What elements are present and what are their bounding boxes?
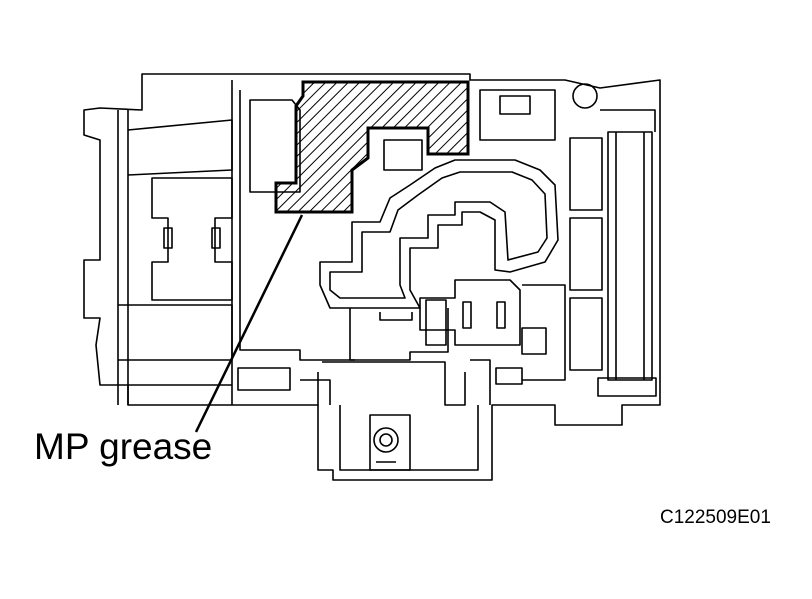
serpentine-passage	[319, 159, 559, 309]
callout-label: MP grease	[34, 426, 213, 467]
valve-body-outline	[83, 73, 661, 481]
figure-code: C122509E01	[660, 507, 771, 528]
round-port	[373, 427, 399, 453]
callout-leader-line	[194, 214, 304, 433]
grease-area-hatch	[274, 80, 470, 214]
